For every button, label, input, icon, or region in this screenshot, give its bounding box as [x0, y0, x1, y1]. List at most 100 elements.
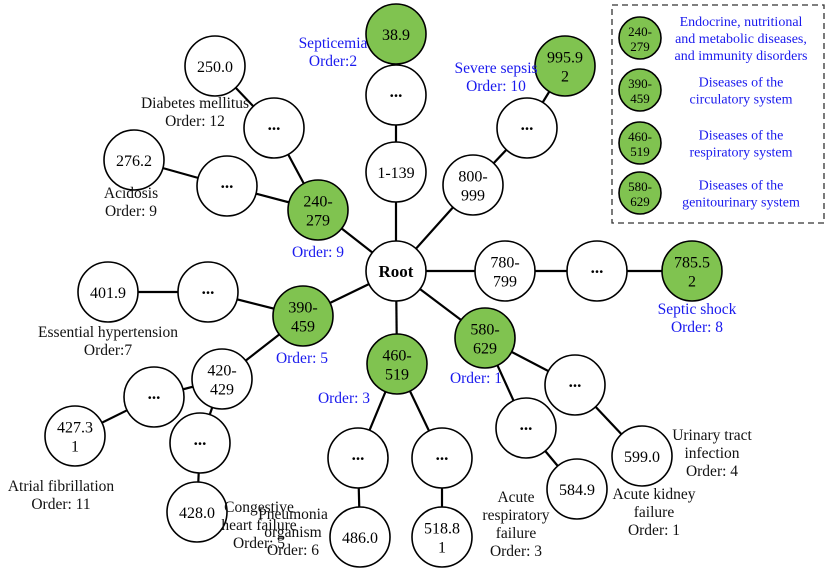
ellipsis-node: ... — [365, 64, 427, 126]
node-n-460: 460-519 — [366, 333, 428, 395]
legend-swatch: 390-459 — [618, 68, 662, 112]
ellipsis-node: ... — [495, 397, 557, 459]
node-n-420: 420-429 — [191, 348, 253, 410]
node-n-276: 276.2 — [103, 129, 165, 191]
node-code-text: 584.9 — [559, 482, 595, 499]
node-code-text: 428.0 — [179, 505, 215, 522]
ellipsis-node: ... — [243, 97, 305, 159]
ellipsis-node: ... — [169, 412, 231, 474]
node-code-text: 390-459 — [288, 300, 317, 336]
node-n-240: 240-279 — [287, 179, 349, 241]
ellipsis-text: ... — [148, 384, 161, 403]
ellipsis-text: ... — [520, 415, 533, 434]
label-order-240: Order: 9 — [292, 244, 344, 261]
node-code-text: 800-999 — [458, 169, 487, 205]
ellipsis-text: ... — [221, 173, 234, 192]
ellipsis-text: ... — [352, 445, 365, 464]
ellipsis-node: ... — [544, 354, 606, 416]
node-code-text: 420-429 — [207, 363, 236, 399]
ellipsis-node: ... — [177, 261, 239, 323]
node-code-text: 250.0 — [197, 59, 233, 76]
node-code-text: 38.9 — [382, 27, 410, 44]
ellipsis-text: ... — [569, 372, 582, 391]
ellipsis-node: ... — [566, 240, 628, 302]
legend-code: 390-459 — [628, 76, 652, 106]
label-order-460: Order: 3 — [318, 390, 370, 407]
legend-code: 580-629 — [628, 179, 652, 209]
node-n-800: 800-999 — [442, 154, 504, 216]
node-n-428: 428.0 — [166, 481, 228, 543]
ellipsis-node: ... — [496, 97, 558, 159]
ellipsis-node: ... — [327, 427, 389, 489]
node-code-text: 276.2 — [116, 153, 152, 170]
node-code-text: 780-799 — [490, 255, 519, 291]
node-code-text: 580-629 — [470, 322, 499, 358]
root-node: Root — [365, 240, 427, 302]
node-n-580: 580-629 — [454, 307, 516, 369]
node-n-780: 780-799 — [474, 240, 536, 302]
ellipsis-text: ... — [390, 82, 403, 101]
ellipsis-text: ... — [268, 115, 281, 134]
node-code-text: 599.0 — [624, 449, 660, 466]
node-code-text: 1-139 — [377, 165, 414, 182]
legend-code: 240-279 — [628, 24, 652, 54]
ellipsis-node: ... — [196, 155, 258, 217]
node-code-text: 460-519 — [382, 348, 411, 384]
label-order-580: Order: 1 — [450, 370, 502, 387]
node-code-text: 486.0 — [342, 530, 378, 547]
node-n-401: 401.9 — [77, 261, 139, 323]
node-n-38-9: 38.9 — [365, 3, 427, 65]
legend-code: 460-519 — [628, 129, 652, 159]
node-n-250: 250.0 — [184, 35, 246, 97]
legend-swatch: 240-279 — [618, 16, 662, 60]
root-label: Root — [379, 262, 414, 281]
legend-swatch: 580-629 — [618, 171, 662, 215]
node-n-486: 486.0 — [329, 506, 391, 568]
ellipsis-text: ... — [202, 279, 215, 298]
node-code-text: 401.9 — [90, 285, 126, 302]
ellipsis-node: ... — [411, 427, 473, 489]
node-n-390: 390-459 — [272, 285, 334, 347]
node-n-599: 599.0 — [611, 425, 673, 487]
ellipsis-text: ... — [521, 115, 534, 134]
ellipsis-text: ... — [194, 430, 207, 449]
label-order-390: Order: 5 — [276, 350, 328, 367]
ellipsis-text: ... — [591, 258, 604, 277]
node-n-1-139: 1-139 — [365, 141, 427, 203]
node-n-584: 584.9 — [546, 458, 608, 520]
ellipsis-node: ... — [123, 366, 185, 428]
node-code-text: 240-279 — [303, 194, 332, 230]
